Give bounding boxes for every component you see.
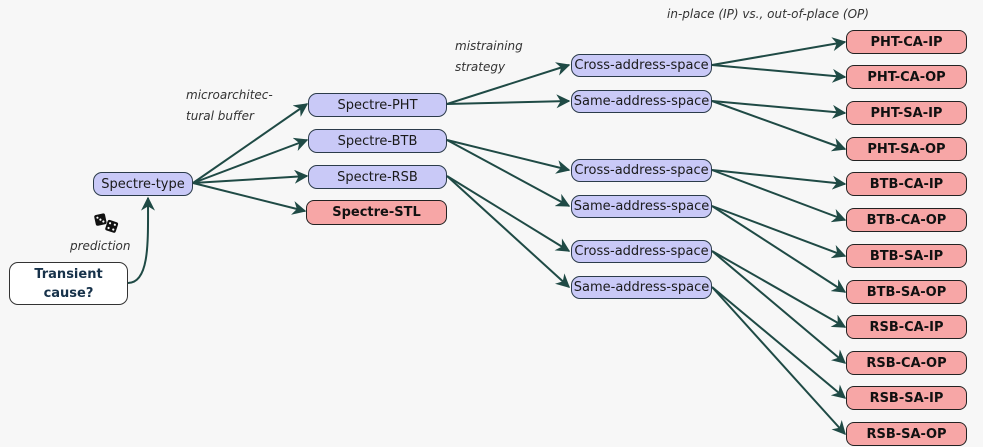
edge-s1-l1 (711, 37, 847, 66)
spectre-pht-node: Spectre-PHT (308, 93, 447, 117)
strategy-node: Same-address-space (571, 195, 712, 218)
leaf-node: PHT-SA-IP (846, 101, 967, 125)
spectre-type-node: Spectre-type (93, 172, 193, 196)
leaf-node: PHT-CA-IP (846, 30, 967, 54)
leaf-node: RSB-CA-OP (846, 351, 967, 375)
buffer-label-line2: tural buffer (186, 109, 254, 123)
edge-btb-to-cross (446, 139, 571, 174)
edge-s3-l6 (711, 169, 847, 223)
edge-s2-l3 (711, 100, 847, 119)
edge-pht-to-cross (446, 62, 571, 105)
spectre-rsb-node: Spectre-RSB (308, 165, 447, 189)
mistraining-label-line1: mistraining (455, 39, 523, 53)
edge-s2-l4 (711, 100, 847, 152)
edge-s6-l11 (711, 286, 847, 399)
edge-type-to-rsb (192, 169, 309, 184)
leaf-node: BTB-SA-OP (846, 280, 967, 304)
leaf-node: PHT-SA-OP (846, 137, 967, 161)
leaf-node: RSB-CA-IP (846, 315, 967, 339)
strategy-node: Cross-address-space (571, 54, 712, 77)
edge-s4-l8 (711, 205, 847, 293)
prediction-label: prediction (70, 239, 131, 253)
strategy-node: Cross-address-space (571, 159, 712, 182)
edge-s4-l7 (711, 205, 847, 259)
mistraining-label-line2: strategy (455, 60, 506, 74)
leaf-node: PHT-CA-OP (846, 65, 967, 89)
ip-op-label: in-place (IP) vs., out-of-place (OP) (667, 7, 869, 21)
edge-s5-l10 (711, 250, 847, 364)
edge-rsb-to-cross (446, 175, 571, 252)
transient-cause-line2: cause? (43, 285, 94, 301)
edge-type-to-stl (192, 182, 307, 215)
strategy-node: Cross-address-space (571, 240, 712, 263)
edge-s3-l5 (711, 169, 847, 190)
edge-root-to-spectre-type (127, 196, 156, 284)
edge-s1-l2 (711, 64, 847, 83)
edge-type-to-pht (192, 103, 309, 184)
transient-cause-node: Transient cause? (9, 262, 128, 305)
edge-btb-to-same (446, 139, 571, 207)
spectre-btb-node: Spectre-BTB (308, 129, 447, 153)
dice-icon (94, 213, 119, 233)
leaf-node: BTB-CA-OP (846, 208, 967, 232)
spectre-stl-node: Spectre-STL (306, 200, 447, 225)
strategy-node: Same-address-space (571, 90, 712, 113)
edge-pht-to-same (446, 94, 571, 109)
edge-s5-l9 (711, 250, 847, 328)
leaf-node: BTB-CA-IP (846, 172, 967, 196)
edge-type-to-btb (192, 137, 309, 184)
edge-rsb-to-same (446, 175, 571, 288)
buffer-label-line1: microarchitec- (186, 88, 273, 102)
leaf-node: RSB-SA-OP (846, 422, 967, 446)
transient-cause-line1: Transient (34, 266, 103, 282)
leaf-node: RSB-SA-IP (846, 386, 967, 410)
edge-s6-l12 (711, 286, 846, 436)
strategy-node: Same-address-space (571, 276, 712, 299)
leaf-node: BTB-SA-IP (846, 244, 967, 268)
